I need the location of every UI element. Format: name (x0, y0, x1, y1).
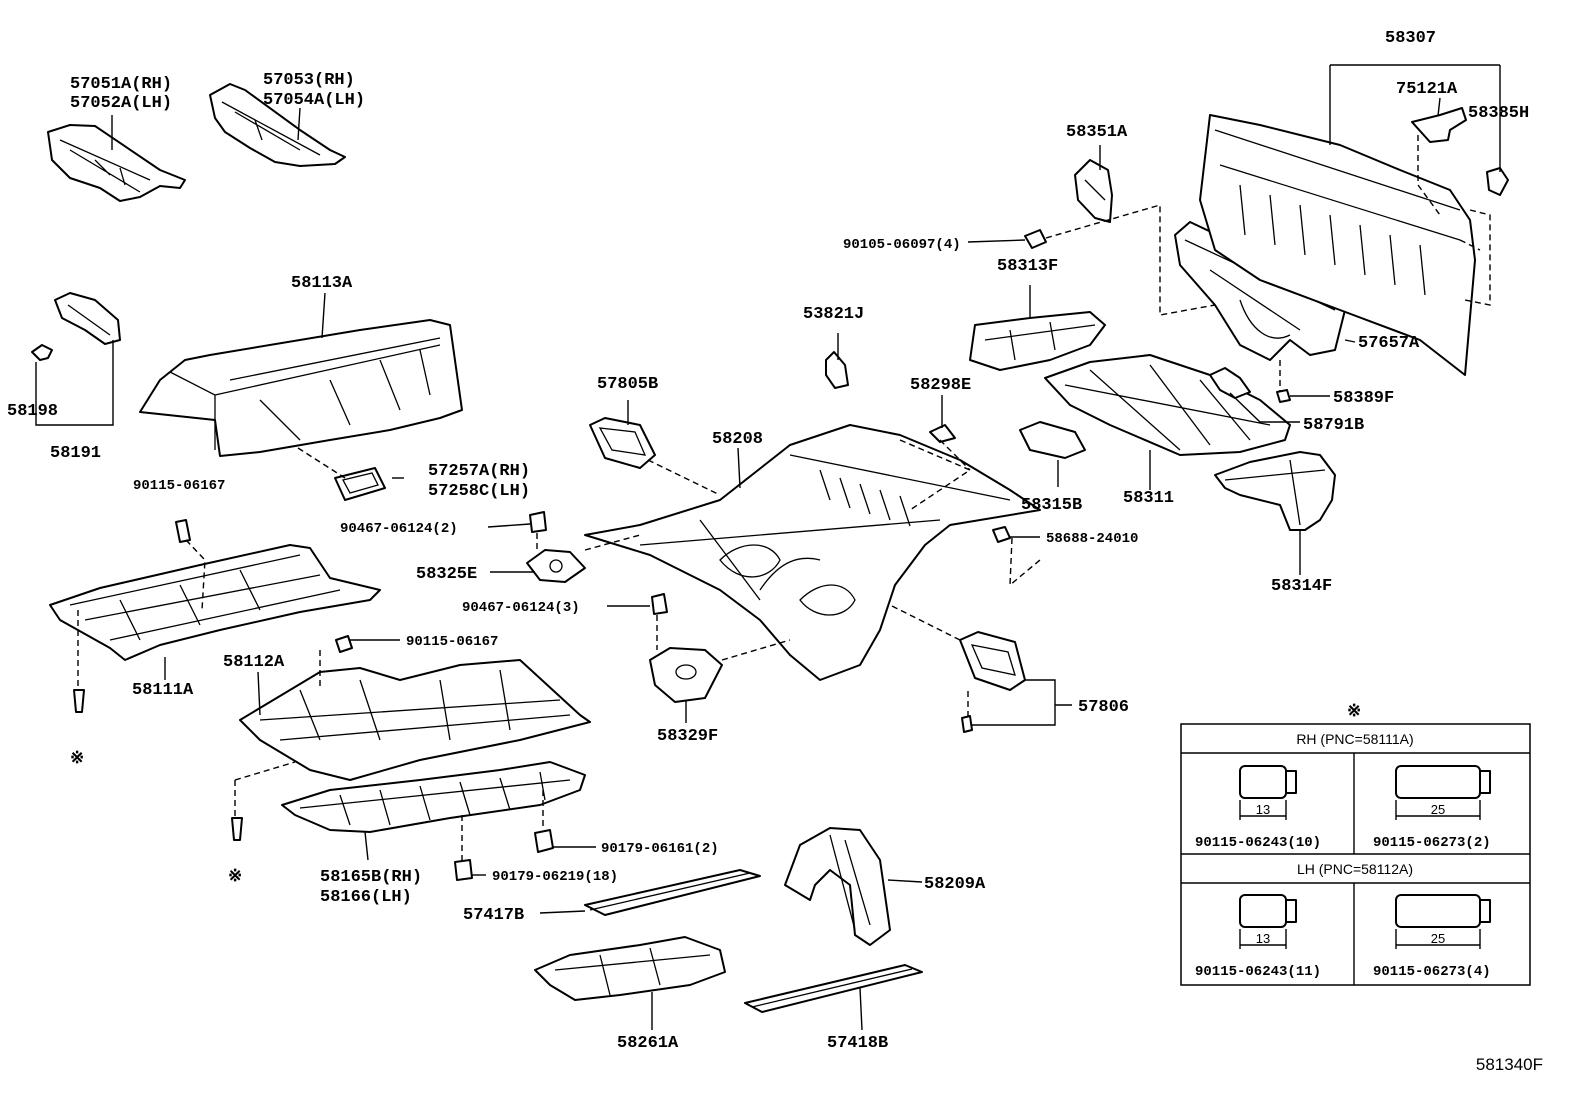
label-90115-06167-b: 90115-06167 (406, 634, 498, 650)
table-lh-header: LH (PNC=58112A) (1297, 861, 1413, 877)
dim-lh-13: 13 (1256, 931, 1270, 946)
part-58111-shape (49, 544, 381, 661)
label-58113A: 58113A (291, 274, 353, 293)
part-90105-shape (1024, 229, 1047, 249)
label-57418B: 57418B (827, 1034, 888, 1053)
label-58385H: 58385H (1468, 104, 1529, 123)
dim-rh-25: 25 (1431, 802, 1445, 817)
part-58791-shape (1209, 367, 1251, 399)
label-90179-06161: 90179-06161(2) (601, 841, 719, 857)
label-57657A: 57657A (1358, 334, 1420, 353)
part-58314-shape (1214, 451, 1336, 531)
part-58385-shape (1486, 167, 1509, 196)
fastener-reference-table: ※ RH (PNC=58111A) LH (PNC=58112A) 13 901… (1180, 703, 1531, 986)
part-58113-shape (139, 319, 463, 457)
part-58209-shape (784, 827, 891, 946)
screw-icon-lh-13 (1239, 894, 1297, 949)
part-58307-shape (1199, 114, 1476, 376)
leader-lines (35, 64, 1501, 1031)
table-rh-header: RH (PNC=58111A) (1296, 731, 1413, 747)
part-58298-shape (929, 424, 956, 443)
label-75121A: 75121A (1396, 80, 1458, 99)
part-labels: 57051A(RH) 57052A(LH) 57053(RH) 57054A(L… (7, 29, 1529, 1053)
part-58208-shape (584, 424, 1041, 681)
label-53821J: 53821J (803, 305, 864, 324)
part-58311-shape (1044, 354, 1291, 456)
label-57417B: 57417B (463, 906, 524, 925)
part-58688-shape (992, 526, 1011, 543)
label-58191: 58191 (50, 444, 101, 463)
fasteners (73, 519, 554, 881)
label-58688-24010: 58688-24010 (1046, 531, 1138, 547)
part-58191-shape (31, 292, 121, 361)
label-57257A: 57257A(RH) (428, 462, 530, 481)
label-58307: 58307 (1385, 29, 1436, 48)
figure-code: 581340F (1476, 1055, 1543, 1074)
part-rh-90115-06273: 90115-06273(2) (1373, 835, 1491, 851)
part-75121-shape (1411, 107, 1467, 143)
label-58311: 58311 (1123, 489, 1174, 508)
label-58329F: 58329F (657, 727, 718, 746)
label-90467-06124-3: 90467-06124(3) (462, 600, 580, 616)
label-57053: 57053(RH) (263, 71, 355, 90)
label-90105-06097: 90105-06097(4) (843, 237, 961, 253)
part-rh-90115-06243: 90115-06243(10) (1195, 835, 1321, 851)
label-58791B: 58791B (1303, 416, 1364, 435)
label-58313F: 58313F (997, 257, 1058, 276)
label-57258C: 57258C(LH) (428, 482, 530, 501)
label-57051A: 57051A(RH) (70, 75, 172, 94)
ref-symbol-left: ※ (70, 750, 84, 769)
label-90179-06219: 90179-06219(18) (492, 869, 618, 885)
part-58261-shape (534, 936, 726, 1001)
part-lh-90115-06243: 90115-06243(11) (1195, 964, 1321, 980)
label-57052A: 57052A(LH) (70, 94, 172, 113)
label-58165B: 58165B(RH) (320, 868, 422, 887)
label-58111A: 58111A (132, 681, 194, 700)
part-58165-shape (281, 761, 586, 833)
label-58166: 58166(LH) (320, 888, 412, 907)
screw-icon-rh-13 (1239, 765, 1297, 820)
label-58325E: 58325E (416, 565, 477, 584)
label-58315B: 58315B (1021, 496, 1082, 515)
part-57051-shape (47, 124, 186, 202)
screw-icon-rh-25 (1395, 765, 1491, 820)
table-symbol: ※ (1347, 703, 1361, 722)
label-90467-06124-2: 90467-06124(2) (340, 521, 458, 537)
part-57418-shape (744, 964, 923, 1013)
label-58208: 58208 (712, 430, 763, 449)
label-58314F: 58314F (1271, 577, 1332, 596)
part-57053-shape (209, 83, 346, 167)
part-58351-shape (1074, 159, 1113, 223)
label-57054A: 57054A(LH) (263, 91, 365, 110)
part-57806-shape (959, 631, 1026, 733)
part-58313-shape (969, 311, 1106, 371)
ref-symbol-middle: ※ (228, 868, 242, 887)
label-58298E: 58298E (910, 376, 971, 395)
part-58329-shape (649, 593, 723, 703)
part-57257-shape (334, 467, 386, 501)
part-58325-shape (526, 511, 586, 583)
label-58209A: 58209A (924, 875, 986, 894)
screw-icon-lh-25 (1395, 894, 1491, 949)
part-57417-shape (584, 869, 761, 916)
part-58389-shape (1276, 389, 1291, 403)
label-58261A: 58261A (617, 1034, 679, 1053)
label-57805B: 57805B (597, 375, 658, 394)
dim-rh-13: 13 (1256, 802, 1270, 817)
label-58112A: 58112A (223, 653, 285, 672)
part-lh-90115-06273: 90115-06273(4) (1373, 964, 1491, 980)
label-90115-06167-a: 90115-06167 (133, 478, 225, 494)
part-57805-shape (589, 417, 656, 469)
part-58112-shape (239, 659, 591, 781)
part-53821-shape (825, 351, 849, 389)
assembly-dashes (77, 135, 1491, 862)
dim-lh-25: 25 (1431, 931, 1445, 946)
label-58198: 58198 (7, 402, 58, 421)
part-58315-shape (1019, 421, 1086, 459)
label-58389F: 58389F (1333, 389, 1394, 408)
label-57806: 57806 (1078, 698, 1129, 717)
label-58351A: 58351A (1066, 123, 1128, 142)
